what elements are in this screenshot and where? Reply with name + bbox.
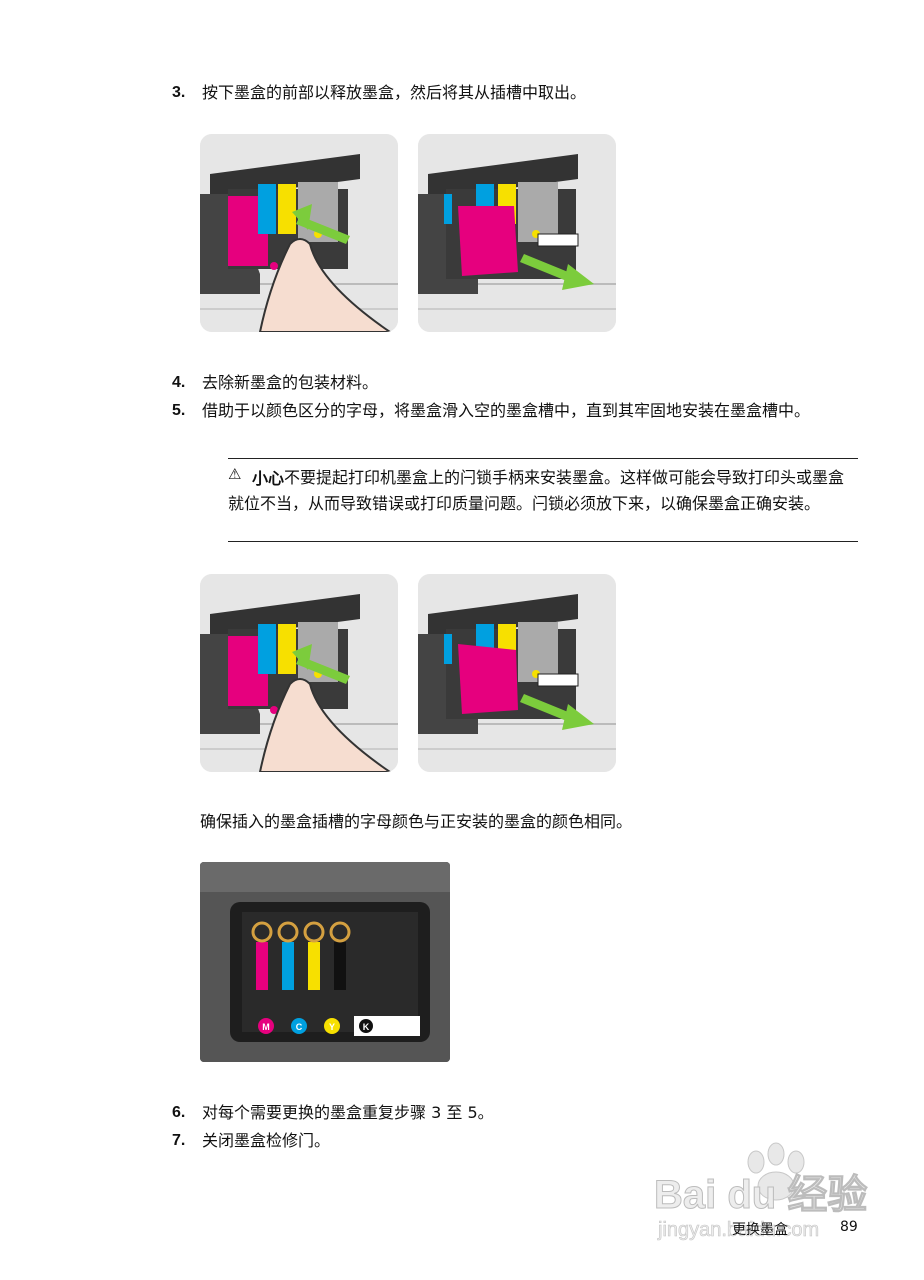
caution-text: 不要提起打印机墨盒上的闩锁手柄来安装墨盒。这样做可能会导致打印头或墨盒就位不当，… (228, 468, 845, 513)
baidu-watermark: Bai du 经验 jingyan.baidu.com (648, 1140, 898, 1250)
step-number: 5. (172, 402, 186, 419)
step-text: 关闭墨盒检修门。 (202, 1131, 331, 1150)
step-text: 对每个需要更换的墨盒重复步骤 3 至 5。 (202, 1103, 494, 1122)
step-text: 借助于以颜色区分的字母，将墨盒滑入空的墨盒槽中，直到其牢固地安装在墨盒槽中。 (202, 401, 811, 420)
figure-press-cartridge (200, 134, 398, 332)
warning-icon: ⚠ (228, 465, 242, 483)
caution-label: 小心 (252, 469, 285, 488)
watermark-brand: Bai du 经验 (654, 1173, 867, 1217)
step-text: 按下墨盒的前部以释放墨盒，然后将其从插槽中取出。 (202, 83, 587, 102)
step-number: 3. (172, 84, 186, 101)
figure-remove-cartridge (418, 134, 616, 332)
figure-insert-cartridge (418, 574, 616, 772)
figure-cartridge-slots: M C Y K (200, 862, 450, 1062)
slot-letter-y: Y (329, 1022, 335, 1032)
caution-box: ⚠ 小心 不要提起打印机墨盒上的闩锁手柄来安装墨盒。这样做可能会导致打印头或墨盒… (228, 458, 858, 542)
step-text: 去除新墨盒的包装材料。 (202, 373, 379, 392)
watermark-url: jingyan.baidu.com (657, 1219, 819, 1241)
slot-letter-c: C (296, 1022, 303, 1032)
step-number: 7. (172, 1132, 186, 1149)
step-number: 6. (172, 1104, 186, 1121)
step-number: 4. (172, 374, 186, 391)
page-number: 89 (840, 1219, 858, 1235)
figure-press-cartridge-2 (200, 574, 398, 772)
footer-section: 更换墨盒 (732, 1222, 788, 1238)
slot-letter-k: K (363, 1022, 370, 1032)
slot-color-note: 确保插入的墨盒插槽的字母颜色与正安装的墨盒的颜色相同。 (200, 812, 633, 831)
slot-letter-m: M (262, 1022, 270, 1032)
